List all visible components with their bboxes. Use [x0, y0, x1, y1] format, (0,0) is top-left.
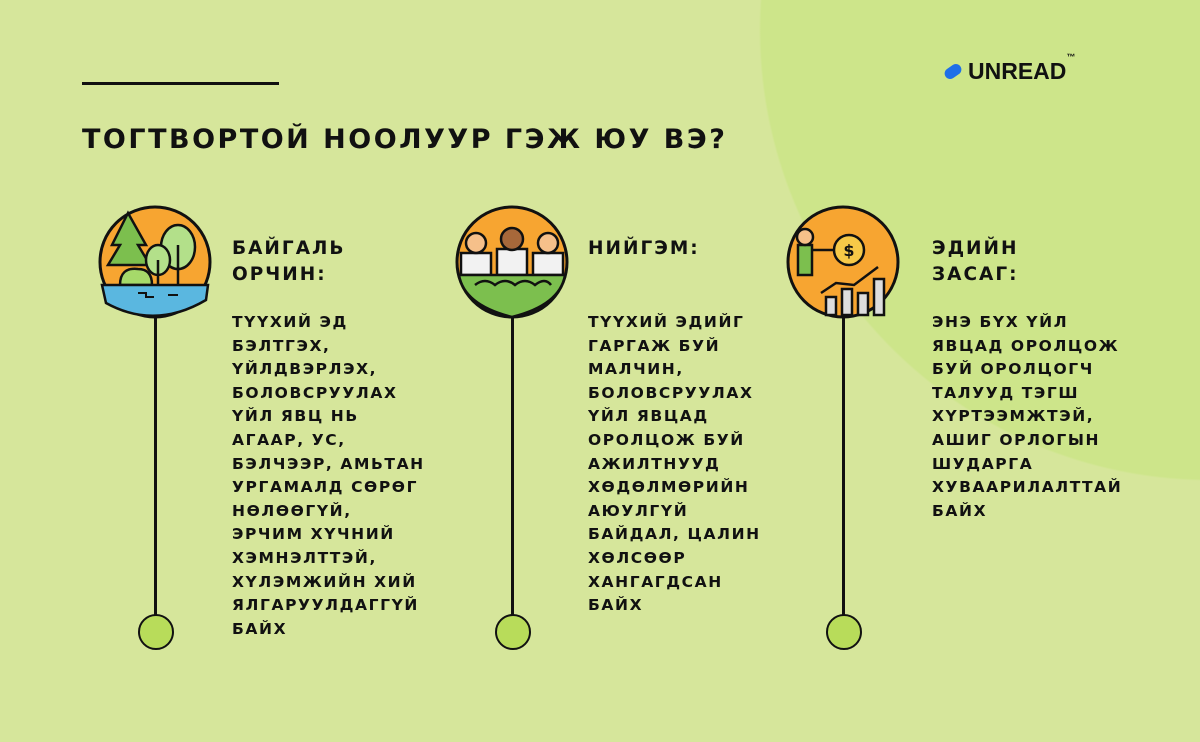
section-body: ТҮҮХИЙ ЭДИЙГ ГАРГАЖ БУЙ МАЛЧИН, БОЛОВСРУУЛА…	[588, 311, 761, 618]
body-line: ХУВААРИЛАЛТТАЙ	[932, 478, 1123, 497]
body-line: ЯЛГАРУУЛДАГГҮЙ	[232, 596, 419, 615]
body-line: ЭНЭ БҮХ ҮЙЛ	[932, 313, 1069, 331]
unread-logo: UNREAD™	[942, 52, 1075, 85]
body-line: БУЙ ОРОЛЦОГЧ	[932, 360, 1094, 379]
timeline-stem	[154, 318, 157, 616]
logo-pill-icon	[942, 61, 964, 82]
body-line: АЮУЛГҮЙ	[588, 501, 689, 520]
forest-icon	[98, 205, 212, 319]
section-heading: ЭДИЙН ЗАСАГ:	[932, 238, 1019, 285]
body-line: ГАРГАЖ БУЙ	[588, 336, 721, 355]
body-line: ҮЙЛ ЯВЦАД	[588, 407, 709, 426]
body-line: БАЙХ	[932, 501, 988, 520]
timeline-stem	[842, 318, 845, 616]
section-heading: НИЙГЭМ:	[588, 238, 700, 259]
body-line: АГААР, УС,	[232, 430, 346, 449]
timeline-stem	[511, 318, 514, 616]
section-heading: БАЙГАЛЬ ОРЧИН:	[232, 238, 346, 285]
section-body: ЭНЭ БҮХ ҮЙЛ ЯВЦАД ОРОЛЦОЖ БУЙ ОРОЛЦОГЧ ТАЛУ…	[932, 311, 1122, 523]
body-line: ХАНГАГДСАН	[588, 572, 723, 591]
title-rule	[82, 82, 279, 85]
body-line: АЖИЛТНУУД	[588, 454, 721, 473]
body-line: ҮЙЛДВЭРЛЭХ,	[232, 360, 378, 379]
logo-text: UNREAD	[968, 58, 1067, 84]
body-line: УРГАМАЛД СӨРӨГ	[232, 478, 419, 497]
body-line: ОРОЛЦОЖ БУЙ	[588, 430, 745, 449]
body-line: ШУДАРГА	[932, 454, 1034, 473]
body-line: ХӨДӨЛМӨРИЙН	[588, 478, 750, 497]
page-title: ТОГТВОРТОЙ НООЛУУР ГЭЖ ЮУ ВЭ?	[82, 124, 728, 155]
body-line: БОЛОВСРУУЛАХ	[588, 383, 754, 402]
body-line: ХҮЛЭМЖИЙН ХИЙ	[232, 572, 417, 591]
body-line: ҮЙЛ ЯВЦ НЬ	[232, 407, 359, 426]
body-line: БЭЛТГЭХ,	[232, 336, 331, 355]
body-line: ХҮРТЭЭМЖТЭЙ,	[932, 407, 1095, 426]
section-body: ТҮҮХИЙ ЭД БЭЛТГЭХ, ҮЙЛДВЭРЛЭХ, БОЛОВСРУУЛАХ…	[232, 311, 425, 641]
people-icon	[455, 205, 569, 319]
body-line: БОЛОВСРУУЛАХ	[232, 383, 398, 402]
body-line: БЭЛЧЭЭР, АМЬТАН	[232, 454, 425, 473]
svg-text:$: $	[843, 241, 854, 260]
body-line: БАЙХ	[232, 619, 288, 638]
body-line: ТАЛУУД ТЭГШ	[932, 383, 1080, 402]
body-line: ХЭМНЭЛТТЭЙ,	[232, 548, 377, 567]
timeline-dot	[138, 614, 174, 650]
body-line: БАЙХ	[588, 596, 644, 615]
body-line: ТҮҮХИЙ ЭД	[232, 313, 348, 331]
body-line: АШИГ ОРЛОГЫН	[932, 430, 1101, 449]
economy-chart-icon: $	[786, 205, 900, 319]
body-line: МАЛЧИН,	[588, 360, 684, 379]
timeline-dot	[826, 614, 862, 650]
timeline-dot	[495, 614, 531, 650]
body-line: ТҮҮХИЙ ЭДИЙГ	[588, 313, 745, 331]
body-line: ЭРЧИМ ХҮЧНИЙ	[232, 525, 395, 544]
body-line: НӨЛӨӨГҮЙ,	[232, 501, 352, 520]
logo-tm: ™	[1066, 52, 1076, 62]
body-line: БАЙДАЛ, ЦАЛИН	[588, 525, 761, 544]
body-line: ЯВЦАД ОРОЛЦОЖ	[932, 336, 1120, 355]
body-line: ХӨЛСӨӨР	[588, 548, 687, 567]
